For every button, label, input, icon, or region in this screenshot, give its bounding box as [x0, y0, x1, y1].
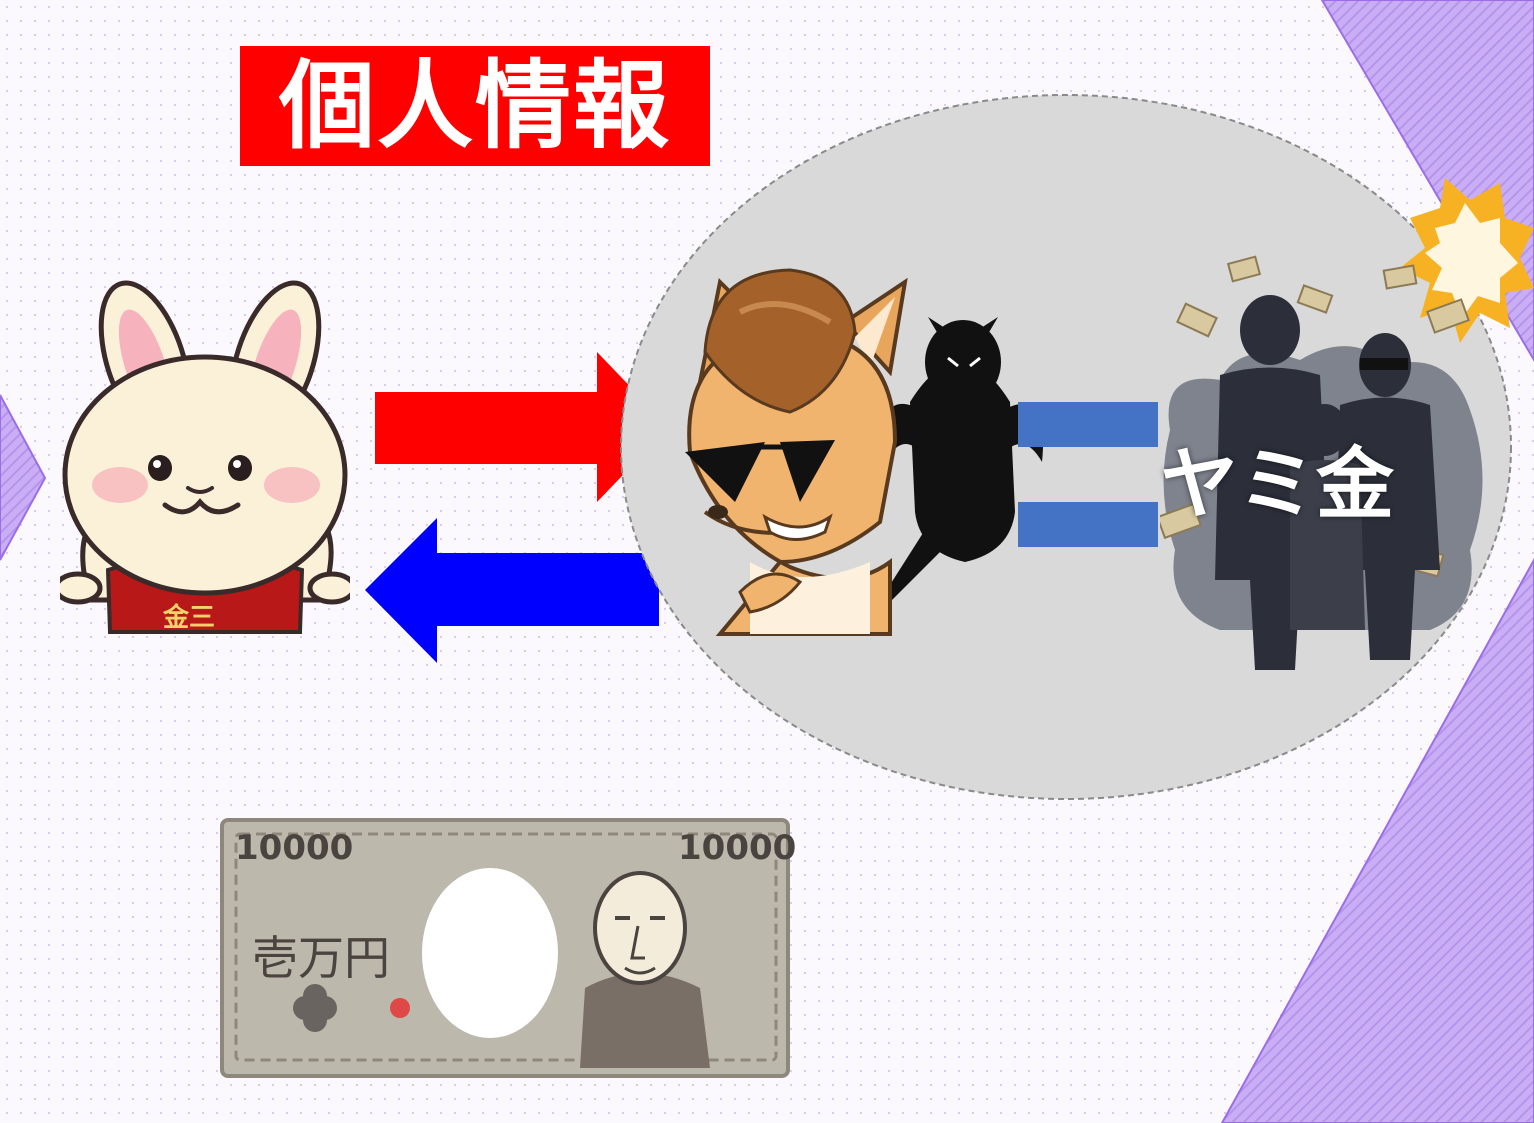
left-chevron — [0, 394, 47, 561]
explosion-burst-icon — [1400, 178, 1534, 343]
fox-with-sunglasses-icon — [685, 268, 1044, 636]
banknote-denomination: 壱万円 — [252, 931, 390, 985]
banknote-icon — [220, 818, 790, 1078]
arrow-right-red-icon — [375, 352, 669, 502]
yamikin-label: ヤミ金 — [1160, 440, 1395, 530]
equals-sign-icon — [1018, 402, 1158, 547]
rabbit-mascot-icon — [60, 280, 350, 634]
banknote-number-left: 10000 — [235, 828, 354, 868]
page-title: 個人情報 — [240, 46, 710, 166]
arrow-left-blue-icon — [365, 518, 659, 663]
devil-shadow-icon — [860, 317, 1044, 632]
portrait-figure — [580, 871, 710, 1068]
corner-triangle-bottom-right — [1220, 557, 1534, 1123]
banknote-number-right: 10000 — [678, 828, 797, 868]
dark-suits-group-icon — [1160, 255, 1483, 670]
rabbit-badge-text: 金三 — [163, 603, 216, 633]
